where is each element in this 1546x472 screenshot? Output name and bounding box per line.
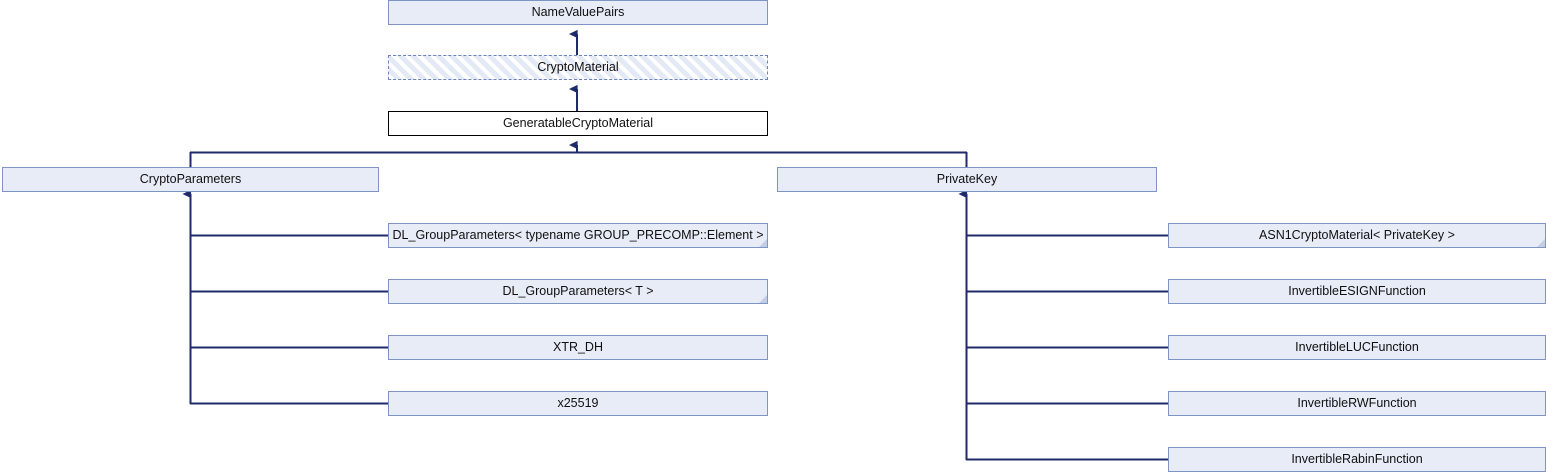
node-invertibleesignfunction[interactable]: InvertibleESIGNFunction	[1168, 279, 1546, 304]
node-label: DL_GroupParameters< T >	[502, 284, 654, 299]
node-dl-groupparameters-element[interactable]: DL_GroupParameters< typename GROUP_PRECO…	[388, 223, 768, 248]
node-dl-groupparameters-t[interactable]: DL_GroupParameters< T >	[388, 279, 768, 304]
node-invertiblerwfunction[interactable]: InvertibleRWFunction	[1168, 391, 1546, 416]
node-label: CryptoParameters	[139, 172, 242, 187]
node-xtr-dh[interactable]: XTR_DH	[388, 335, 768, 360]
node-label: PrivateKey	[936, 172, 998, 187]
node-label: DL_GroupParameters< typename GROUP_PRECO…	[392, 228, 764, 243]
node-label: XTR_DH	[552, 340, 603, 355]
template-fold-icon	[758, 294, 767, 303]
node-label: InvertibleESIGNFunction	[1288, 284, 1426, 299]
node-generatablecryptomaterial[interactable]: GeneratableCryptoMaterial	[388, 111, 768, 136]
node-label: CryptoMaterial	[537, 60, 619, 75]
template-fold-icon	[1536, 238, 1545, 247]
node-label: x25519	[557, 396, 599, 411]
template-fold-icon	[758, 238, 767, 247]
node-label: GeneratableCryptoMaterial	[502, 116, 654, 131]
node-privatekey[interactable]: PrivateKey	[777, 167, 1157, 192]
node-cryptomaterial[interactable]: CryptoMaterial	[388, 55, 768, 80]
node-cryptoparameters[interactable]: CryptoParameters	[2, 167, 379, 192]
node-asn1cryptomaterial-privatekey[interactable]: ASN1CryptoMaterial< PrivateKey >	[1168, 223, 1546, 248]
node-label: ASN1CryptoMaterial< PrivateKey >	[1259, 228, 1455, 243]
node-label: InvertibleRWFunction	[1297, 396, 1417, 411]
node-namevaluepairs[interactable]: NameValuePairs	[388, 0, 768, 25]
node-invertiblelucfunction[interactable]: InvertibleLUCFunction	[1168, 335, 1546, 360]
node-x25519[interactable]: x25519	[388, 391, 768, 416]
node-label: InvertibleRabinFunction	[1291, 452, 1423, 467]
node-label: InvertibleLUCFunction	[1295, 340, 1419, 355]
node-label: NameValuePairs	[531, 5, 625, 20]
node-invertiblerabinfunction[interactable]: InvertibleRabinFunction	[1168, 447, 1546, 472]
